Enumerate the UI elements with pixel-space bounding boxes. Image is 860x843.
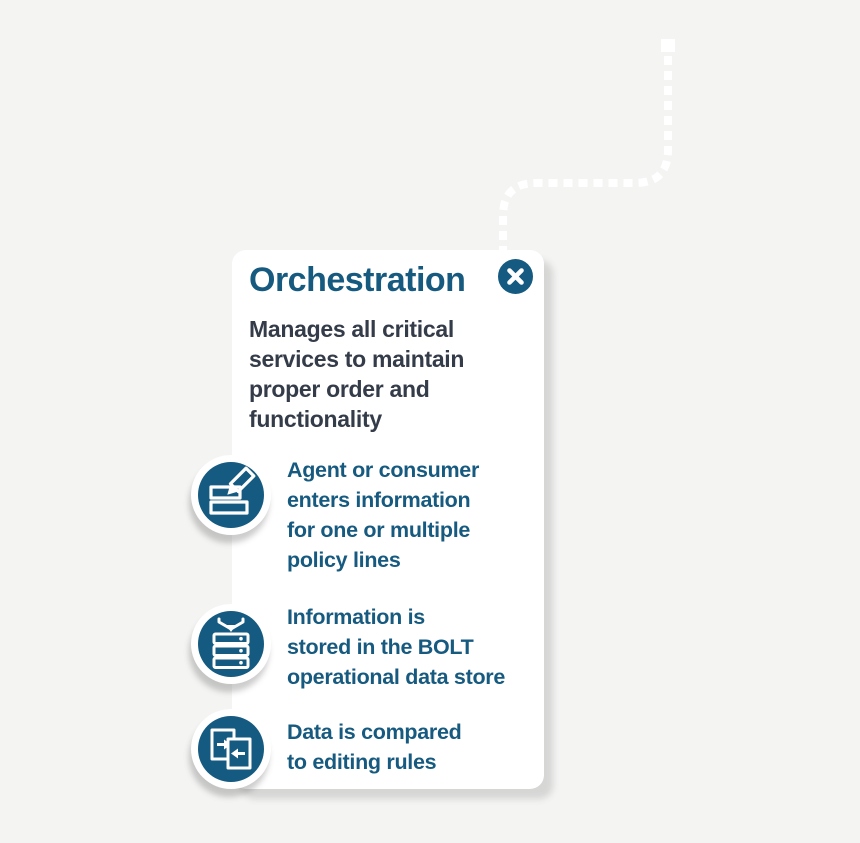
step-icon-bubble [191,455,271,535]
page-title: Orchestration [249,261,466,299]
close-icon [507,268,524,285]
orchestration-popup-card: Orchestration Manages all critical servi… [191,250,544,789]
close-button[interactable] [498,259,533,294]
step-text: Information is stored in the BOLT operat… [287,605,506,689]
step-text: Agent or consumer enters information for… [287,458,480,572]
data-store-stack-icon [198,611,264,677]
card-description: Manages all critical services to maintai… [249,316,465,432]
compare-documents-icon [198,716,264,782]
pen-writing-on-form-icon [198,462,264,528]
step-icon-bubble [191,604,271,684]
step-text: Data is compared to editing rules [287,720,462,774]
step-icon-bubble [191,709,271,789]
